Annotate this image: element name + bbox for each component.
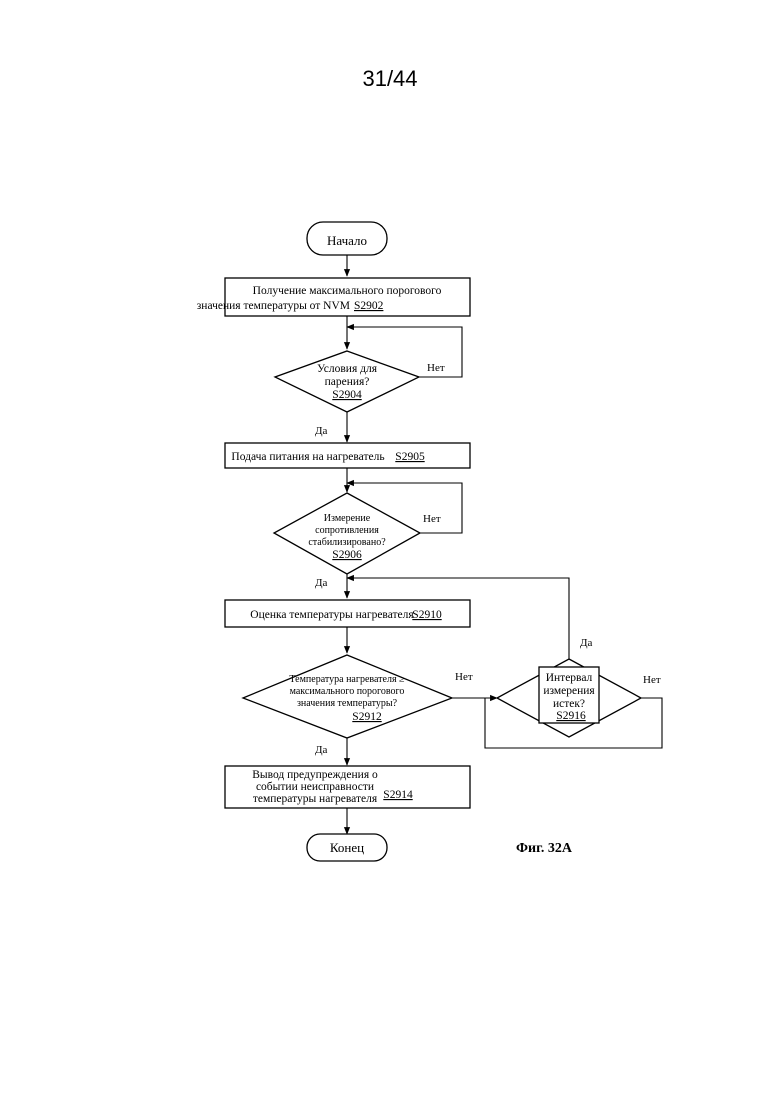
s2904-no-label: Нет <box>427 362 445 374</box>
s2906-line3: стабилизировано? <box>308 537 386 548</box>
figure-caption: Фиг. 32A <box>516 841 573 856</box>
decision-s2916: Интервал измерения истек? S2916 <box>497 659 641 737</box>
s2914-line1: Вывод предупреждения о <box>252 769 378 781</box>
s2902-line2: значения температуры от NVM <box>197 300 350 312</box>
s2914-line3: температуры нагревателя <box>253 793 378 805</box>
s2905-step: S2905 <box>395 451 425 463</box>
start-terminal: Начало <box>307 222 387 255</box>
s2906-yes-label: Да <box>315 577 328 589</box>
start-label: Начало <box>327 233 367 248</box>
s2916-line1: Интервал <box>546 672 593 684</box>
s2902-step: S2902 <box>354 300 384 312</box>
decision-s2912: Температура нагревателя ≥ максимального … <box>243 655 452 738</box>
s2916-line2: измерения <box>543 685 595 697</box>
s2912-step: S2912 <box>352 711 382 723</box>
s2916-step: S2916 <box>556 710 586 722</box>
s2910-line1: Оценка температуры нагревателя <box>250 609 414 621</box>
decision-s2906: Измерение сопротивления стабилизировано?… <box>274 493 420 574</box>
decision-s2904: Условия для парения? S2904 <box>275 351 419 412</box>
s2916-no-label: Нет <box>643 674 661 686</box>
s2906-step: S2906 <box>332 549 362 561</box>
s2910-step: S2910 <box>412 609 442 621</box>
s2912-line3: значения температуры? <box>297 698 398 709</box>
s2916-line3: истек? <box>553 698 585 710</box>
s2912-yes-label: Да <box>315 744 328 756</box>
process-s2905: Подача питания на нагреватель S2905 <box>225 443 470 468</box>
s2914-line2: событии неисправности <box>256 781 374 793</box>
s2906-no-label: Нет <box>423 513 441 525</box>
s2912-no-label: Нет <box>455 671 473 683</box>
s2914-step: S2914 <box>383 789 413 801</box>
end-terminal: Конец <box>307 834 387 861</box>
s2904-line1: Условия для <box>317 363 378 375</box>
s2904-line2: парения? <box>325 376 370 388</box>
s2905-line1: Подача питания на нагреватель <box>231 451 384 463</box>
s2902-line1: Получение максимального порогового <box>253 285 442 297</box>
s2906-line2: сопротивления <box>315 525 379 536</box>
process-s2910: Оценка температуры нагревателя S2910 <box>225 600 470 627</box>
s2916-yes-label: Да <box>580 637 593 649</box>
s2904-step: S2904 <box>332 389 362 401</box>
s2904-yes-label: Да <box>315 425 328 437</box>
s2912-line2: максимального порогового <box>290 686 405 697</box>
process-s2902: Получение максимального порогового значе… <box>197 278 470 316</box>
s2906-line1: Измерение <box>324 513 371 524</box>
s2912-line1: Температура нагревателя ≥ <box>289 674 405 685</box>
end-label: Конец <box>330 840 364 855</box>
process-s2914: Вывод предупреждения о событии неисправн… <box>225 766 470 808</box>
